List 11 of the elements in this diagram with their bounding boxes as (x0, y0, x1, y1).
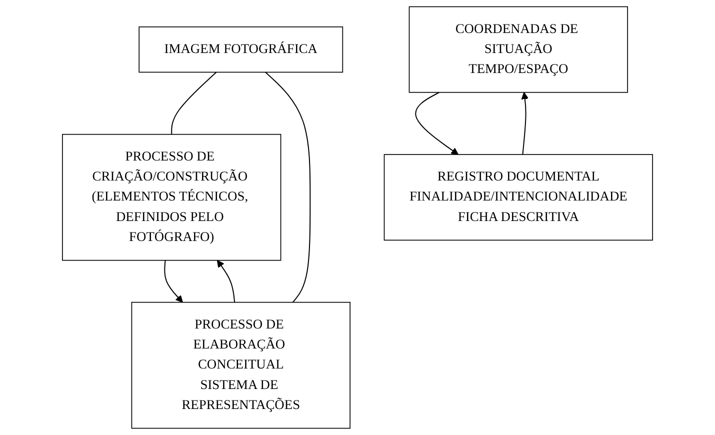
connector (171, 72, 217, 134)
node-box: REGISTRO DOCUMENTAL FINALIDADE/INTENCIONALIDADE FICHA DESCRITIVA (384, 154, 653, 241)
node-box: PROCESSO DE ELABORAÇÃO CONCEITUAL SISTEMA DE REPRESENTAÇÕES (131, 302, 350, 429)
arrow (521, 92, 529, 155)
node-box: IMAGEM FOTOGRÁFICA (138, 26, 344, 73)
arrow (216, 260, 236, 302)
node-box: PROCESSO DE CRIAÇÃO/CONSTRUÇÃO (ELEMENTOS TÉCNICOS, DEFINIDOS PELO FOTÓGRAFO) (62, 134, 282, 261)
arrow (415, 92, 459, 155)
node-box: COORDENADAS DE SITUAÇÃO TEMPO/ESPAÇO (408, 6, 628, 93)
connector (265, 72, 311, 303)
arrow (164, 260, 183, 303)
